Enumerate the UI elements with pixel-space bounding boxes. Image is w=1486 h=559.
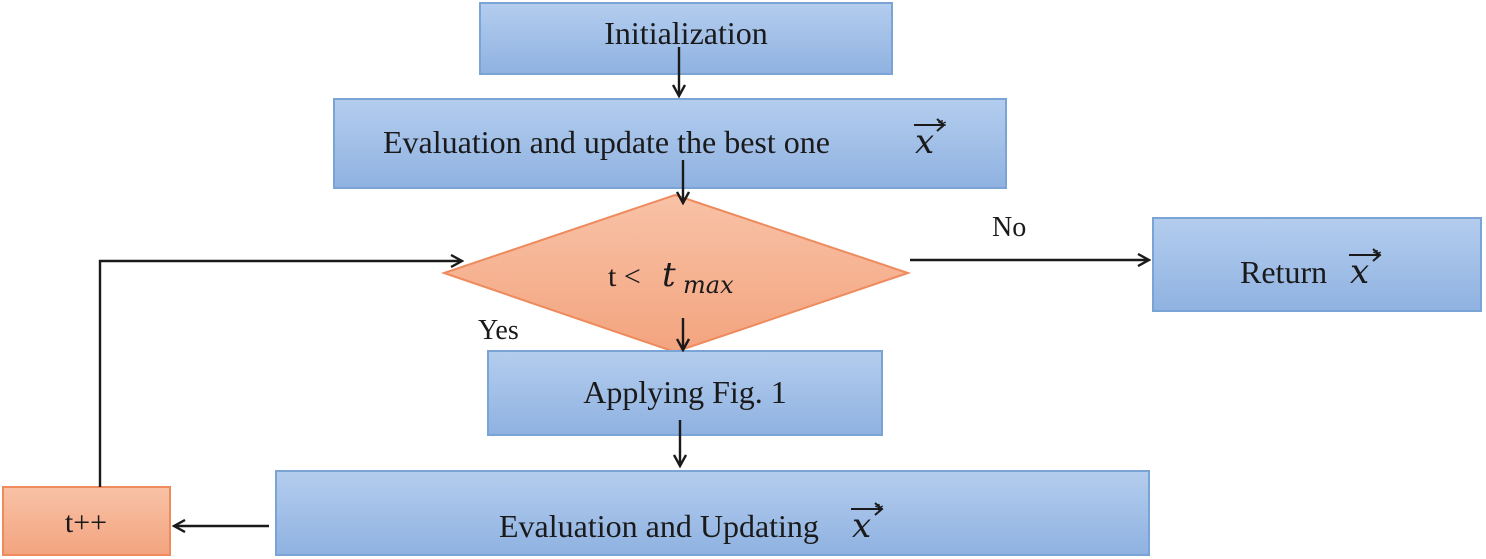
vector-arrow-icon <box>914 118 946 132</box>
increment-label: t++ <box>65 506 107 539</box>
update-vector-symbol: x <box>852 506 871 546</box>
evaluate-update-box: Evaluation and Updating x * <box>275 470 1150 556</box>
return-vector-symbol: x <box>1350 252 1369 292</box>
initialization-label: Initialization <box>604 15 768 51</box>
evaluate-update-label: Evaluation and Updating <box>499 508 819 544</box>
vector-symbol: x <box>915 122 934 162</box>
return-label: Return <box>1240 254 1327 290</box>
evaluate-best-box: Evaluation and update the best one x * <box>333 98 1007 189</box>
return-box: Return x * <box>1152 217 1482 312</box>
no-label: No <box>992 212 1026 243</box>
condition-symbol: t <box>662 255 676 295</box>
evaluate-best-label: Evaluation and update the best one <box>383 124 830 160</box>
apply-fig-label: Applying Fig. 1 <box>583 374 787 410</box>
condition-diamond: t < t max <box>440 193 912 354</box>
vector-x-star: x * <box>914 116 947 162</box>
return-vector-arrow-icon <box>1349 248 1382 262</box>
initialization-box: Initialization <box>479 2 893 75</box>
update-vector-x-star: x * <box>851 500 884 546</box>
return-vector-x-star: x * <box>1349 246 1382 292</box>
increment-box: t++ <box>2 486 171 556</box>
condition-label: t < <box>608 260 641 293</box>
update-vector-arrow-icon <box>851 502 884 516</box>
condition-subscript: max <box>683 271 734 299</box>
yes-label: Yes <box>478 315 519 346</box>
edge-increment-loop-back <box>98 261 462 487</box>
apply-fig-box: Applying Fig. 1 <box>487 350 883 436</box>
